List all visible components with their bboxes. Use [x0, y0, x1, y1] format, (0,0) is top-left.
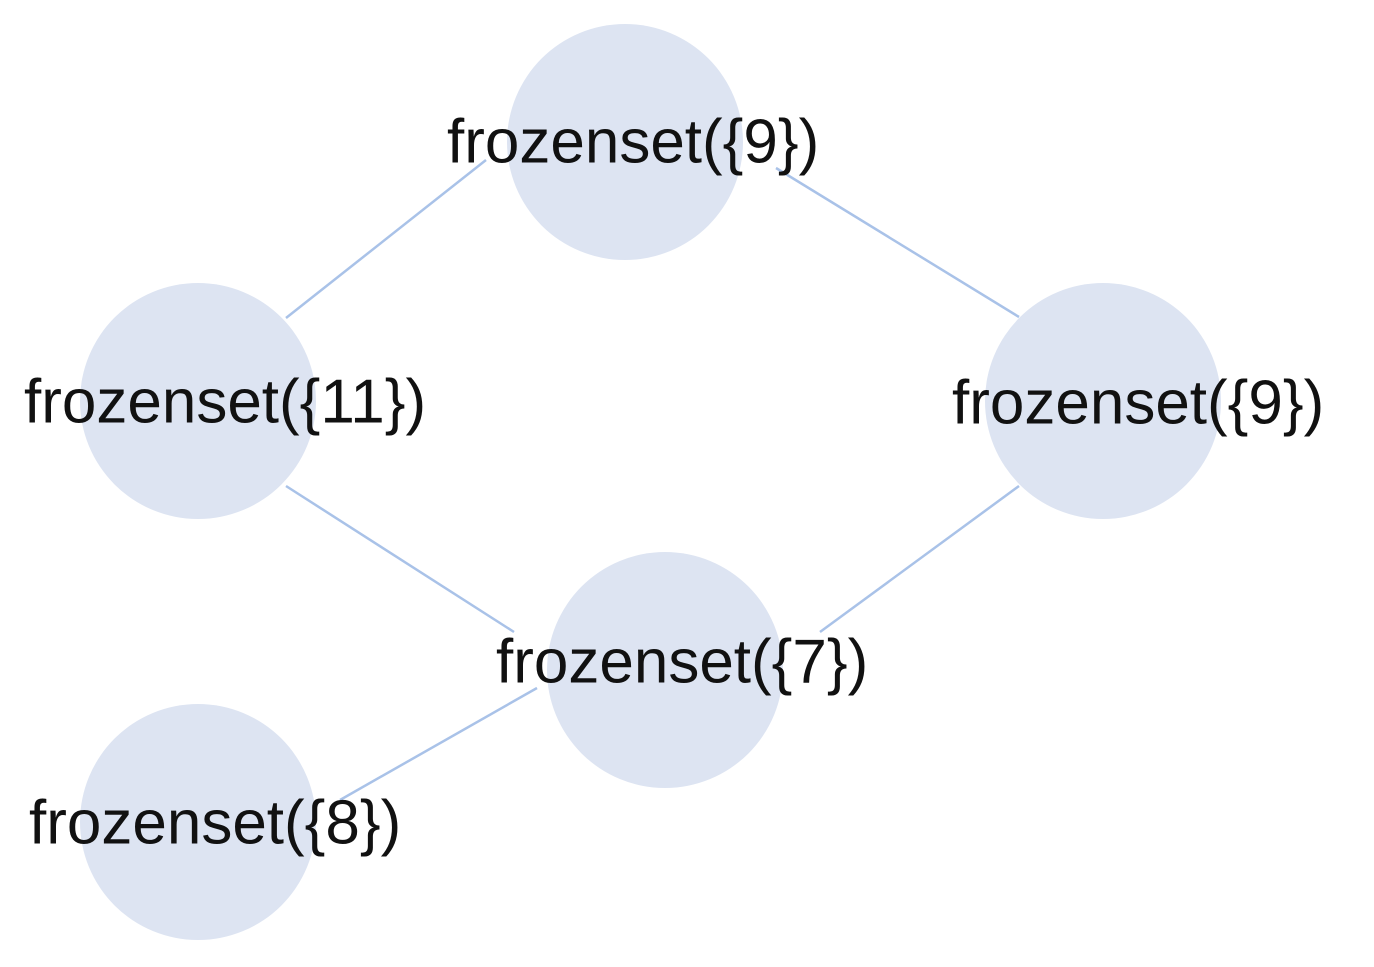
node-circle: [80, 704, 316, 940]
node-circle: [985, 283, 1221, 519]
node-label: frozenset({9}): [952, 368, 1324, 437]
node-layer: frozenset({9}) frozenset({11}) frozenset({…: [24, 24, 1324, 940]
node-label: frozenset({9}): [447, 107, 819, 176]
node-top: frozenset({9}): [447, 24, 819, 260]
node-right: frozenset({9}): [952, 283, 1324, 519]
node-label: frozenset({11}): [24, 367, 426, 436]
edge-right-center: [819, 484, 1020, 634]
edge-top-left: [285, 159, 487, 319]
node-circle: [80, 283, 316, 519]
edge-left-center: [285, 484, 515, 634]
node-circle: [507, 24, 743, 260]
node-label: frozenset({8}): [29, 788, 401, 857]
edge-top-right: [775, 166, 1020, 319]
node-circle: [547, 552, 783, 788]
node-center: frozenset({7}): [496, 552, 868, 788]
node-label: frozenset({7}): [496, 627, 868, 696]
node-bottom: frozenset({8}): [29, 704, 401, 940]
edge-center-bottom: [339, 686, 538, 802]
node-left: frozenset({11}): [24, 283, 426, 519]
edge-layer: [285, 159, 1020, 802]
